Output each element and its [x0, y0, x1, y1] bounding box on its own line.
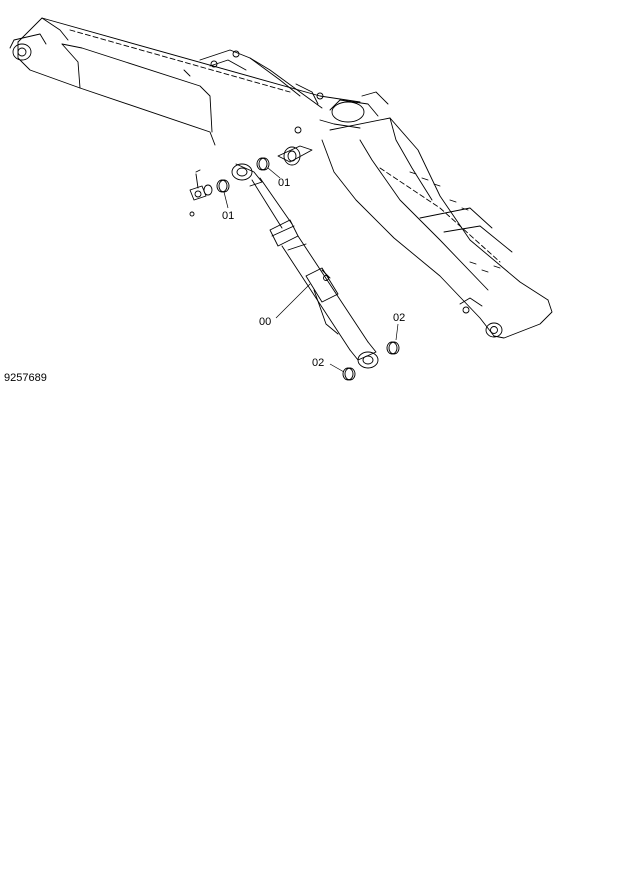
cylinder-pin-upper: [277, 145, 313, 166]
leader-01-upper: [267, 167, 281, 179]
callout-01-upper: 01: [278, 177, 290, 189]
leader-02-left: [329, 363, 345, 373]
callout-00: 00: [259, 316, 271, 328]
leader-01-left: [223, 191, 229, 209]
callout-02-left: 02: [312, 357, 324, 369]
bushing-01-upper: [256, 157, 270, 171]
boom-arm: [9, 17, 553, 339]
bushing-01-left: [203, 179, 230, 196]
leader-02-right: [395, 323, 399, 341]
grease-fitting: [189, 169, 207, 217]
leader-00: [275, 283, 311, 319]
bushing-02-left: [342, 367, 356, 381]
hydraulic-cylinder: [231, 163, 379, 369]
bushing-02-right: [386, 341, 400, 355]
callout-01-left: 01: [222, 210, 234, 222]
callout-02-right: 02: [393, 312, 405, 324]
figure-number: 9257689: [4, 372, 47, 384]
